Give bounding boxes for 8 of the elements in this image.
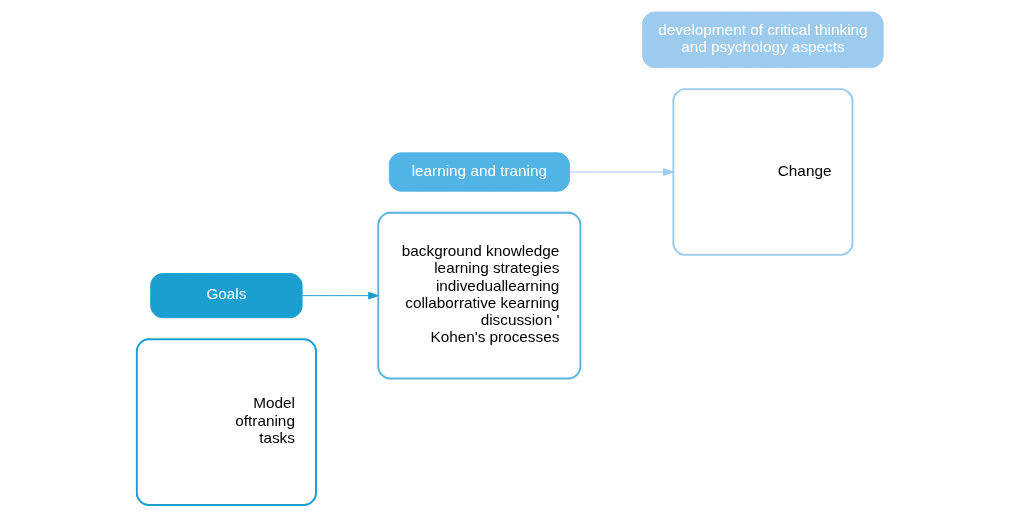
node-box: Goals bbox=[150, 273, 303, 319]
node-box: learning and traning bbox=[388, 152, 570, 192]
node-box: Change bbox=[672, 88, 854, 256]
node-box: Model oftraning tasks bbox=[135, 338, 317, 506]
node-box: development of critical thinking and psychology aspects bbox=[642, 11, 884, 69]
arrow bbox=[301, 291, 379, 300]
node-box: background knowledge learning strategies indiveduallearning collaborrative kearning discussion ' Kohen's processes bbox=[377, 211, 582, 380]
arrow bbox=[568, 168, 674, 176]
